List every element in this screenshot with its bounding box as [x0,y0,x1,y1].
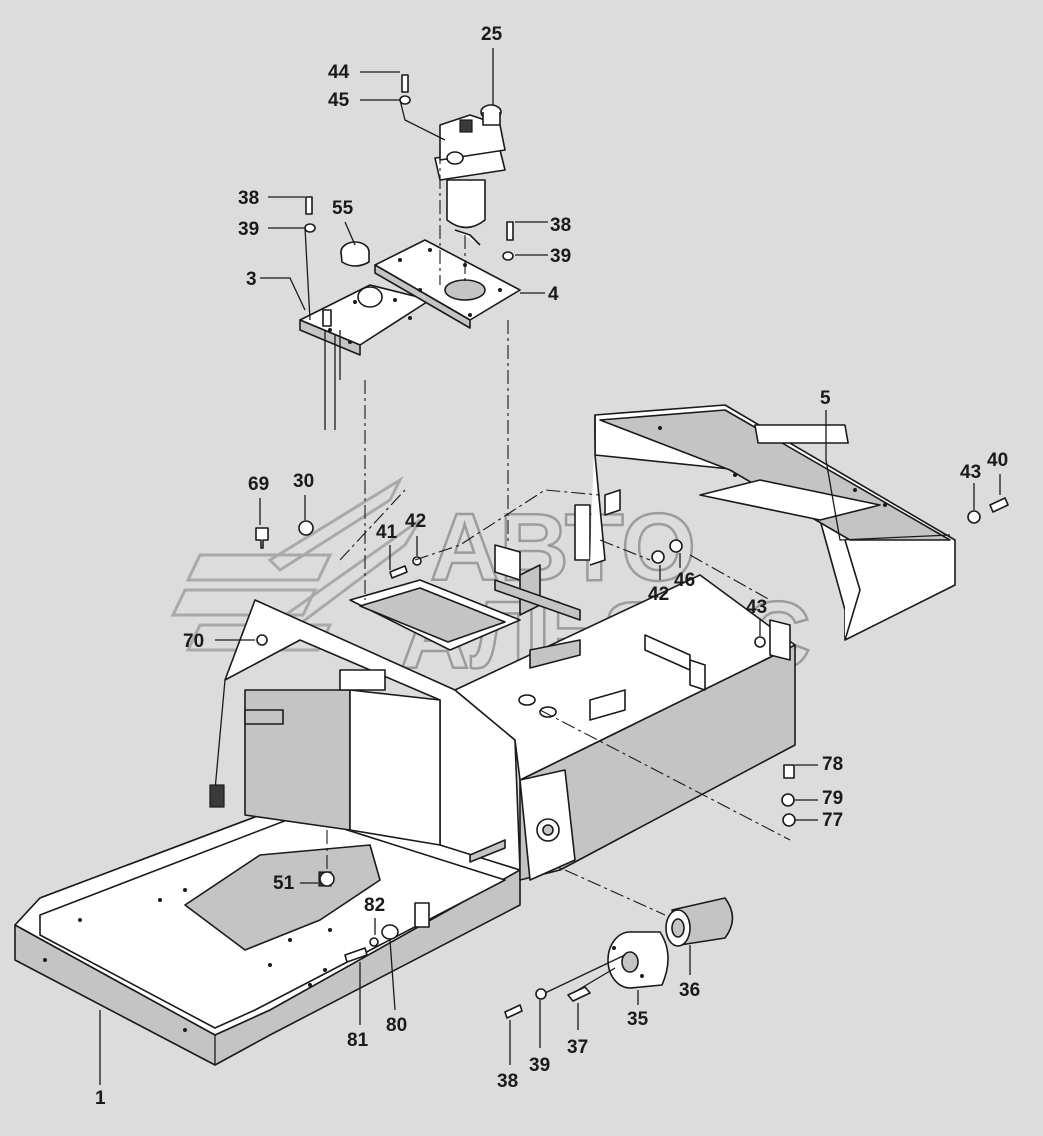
coupling-flange [607,931,669,989]
callout-42-right: 42 [648,584,669,605]
callout-5: 5 [820,388,831,409]
callout-44: 44 [328,62,350,83]
assembly-centerlines [326,150,791,916]
callout-46: 46 [674,570,695,591]
callout-38-bottom: 38 [497,1071,518,1092]
callout-40: 40 [987,450,1008,471]
callout-69: 69 [248,474,269,495]
callout-80: 80 [386,1015,407,1036]
mounting-plate-4 [374,239,521,329]
callout-78: 78 [822,754,843,775]
callout-51: 51 [273,873,295,894]
callout-42-left: 42 [405,511,426,532]
callout-4: 4 [548,284,559,305]
callout-70: 70 [183,631,204,652]
callout-81: 81 [347,1030,369,1051]
callout-43-middle: 43 [746,597,767,618]
callout-3: 3 [246,269,257,290]
callout-30: 30 [293,471,314,492]
callout-79: 79 [822,788,843,809]
callout-35: 35 [627,1009,649,1030]
callout-43-right: 43 [960,462,981,483]
splined-sleeve [665,897,734,947]
callout-25: 25 [481,24,503,45]
callout-82: 82 [364,895,385,916]
cap-55 [340,241,370,267]
leader-lines [99,48,1001,1085]
mounting-plate-3 [299,284,431,430]
callout-39-top: 39 [238,219,259,240]
callout-55: 55 [332,198,354,219]
guard-cover [589,404,956,641]
callout-39-bottom: 39 [529,1055,550,1076]
callout-38-right: 38 [550,215,571,236]
main-frame [14,504,796,1066]
callout-36: 36 [679,980,700,1001]
callout-41: 41 [376,522,398,543]
callout-1: 1 [95,1088,106,1109]
callout-38-top: 38 [238,188,259,209]
callout-39-right: 39 [550,246,571,267]
callout-45: 45 [328,90,350,111]
fasteners [255,74,1009,1019]
callout-77: 77 [822,810,843,831]
filter-housing [434,104,506,246]
callout-labels: 25 44 45 38 39 55 38 39 3 4 5 43 40 69 3… [95,24,1008,1109]
watermark-line1: АВТО [430,494,696,601]
callout-37: 37 [567,1037,588,1058]
